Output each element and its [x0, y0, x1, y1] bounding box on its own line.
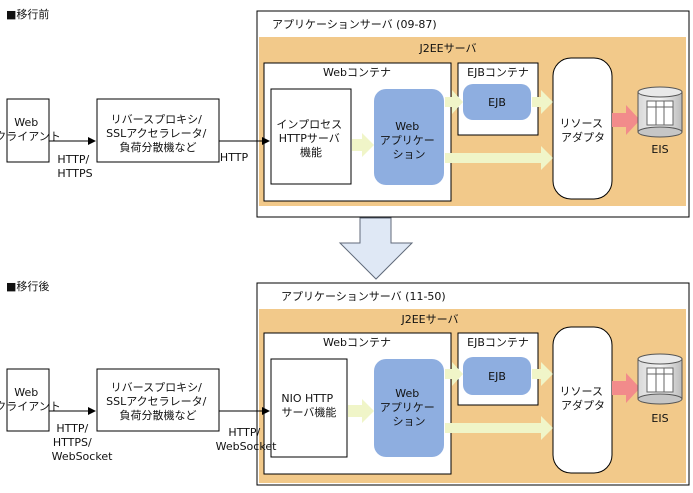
proxy-line: 負荷分散機など: [120, 140, 197, 154]
before-section: ■移行前 アプリケーションサーバ (09-87) J2EEサーバ Webコンテナ…: [0, 7, 690, 218]
app-server-label: アプリケーションサーバ (11-50): [281, 290, 446, 303]
j2ee-label: J2EEサーバ: [400, 313, 458, 326]
arrow-http-to-app: [352, 133, 374, 157]
proxy-label: リバースプロキシ/ SSLアクセラレータ/ 負荷分散機など: [106, 113, 210, 154]
http-server-line: HTTPサーバ: [279, 132, 340, 145]
proxy-line: リバースプロキシ/: [111, 113, 202, 126]
ejb-label: EJB: [488, 96, 506, 109]
protocol-label: HTTP/: [57, 153, 89, 166]
proxy-box: [96, 98, 220, 163]
web-client-label: Web クライアント: [0, 116, 61, 143]
web-container-label: Webコンテナ: [323, 336, 391, 349]
resource-adapter-label: リソース アダプタ: [560, 385, 607, 412]
web-app-line: Web: [395, 387, 419, 400]
http-server-line: インプロセス: [276, 118, 342, 131]
ejb-box: [463, 84, 531, 120]
web-container-label: Webコンテナ: [323, 66, 391, 79]
ejb-label: EJB: [488, 370, 506, 383]
connector-proxy-server-label: HTTP/ WebSocket: [216, 426, 277, 453]
resource-adapter-line: リソース: [560, 385, 603, 398]
web-app-line: アプリケー: [380, 401, 435, 414]
resource-adapter-line: アダプタ: [561, 398, 605, 412]
protocol-label: HTTPS: [57, 167, 92, 180]
web-client-box: [6, 98, 50, 163]
http-server-label: NIO HTTP サーバ機能: [281, 392, 336, 419]
http-server-box: [270, 358, 348, 458]
proxy-line: SSLアクセラレータ/: [106, 127, 207, 140]
migration-arrow: [338, 217, 414, 280]
eis-database-icon: [637, 353, 683, 405]
connector-client-proxy-label: HTTP/ HTTPS: [57, 153, 92, 180]
arrow-ejb-to-resource: [532, 90, 553, 114]
after-section: ■移行後 アプリケーションサーバ (11-50) J2EEサーバ Webコンテナ…: [0, 279, 690, 486]
resource-adapter-box: [552, 326, 613, 474]
protocol-label: HTTP/: [228, 426, 260, 439]
ejb-container-label: EJBコンテナ: [467, 66, 529, 79]
resource-adapter-label: リソース アダプタ: [560, 117, 607, 144]
web-app-line: ション: [393, 415, 426, 428]
web-client-line: クライアント: [0, 400, 61, 413]
eis-label: EIS: [651, 412, 668, 425]
protocol-label: HTTP/: [56, 422, 88, 435]
web-app-label: Web アプリケー ション: [380, 120, 439, 161]
proxy-label: リバースプロキシ/ SSLアクセラレータ/ 負荷分散機など: [106, 381, 210, 422]
web-client-line: クライアント: [0, 130, 61, 143]
web-app-line: ション: [393, 148, 426, 161]
web-app-box: [374, 359, 444, 457]
protocol-label: WebSocket: [216, 440, 277, 453]
http-server-box: [270, 88, 352, 185]
web-app-box: [374, 89, 444, 185]
arrow-resource-to-eis: [612, 373, 640, 403]
ejb-container-label: EJBコンテナ: [467, 336, 529, 349]
arrow-ejb-to-resource: [532, 362, 553, 386]
web-client-box: [6, 368, 50, 432]
protocol-label: HTTPS/: [53, 436, 92, 449]
arrow-app-to-ejb: [445, 90, 463, 114]
resource-adapter-line: リソース: [560, 117, 603, 130]
web-client-line: Web: [14, 116, 38, 129]
arrow-http-to-app: [348, 399, 374, 423]
app-server-label: アプリケーションサーバ (09-87): [272, 18, 437, 31]
web-app-line: Web: [395, 120, 419, 133]
http-server-line: サーバ機能: [282, 405, 337, 419]
resource-adapter-line: アダプタ: [561, 130, 605, 144]
eis-label: EIS: [651, 143, 668, 156]
proxy-line: SSLアクセラレータ/: [106, 395, 207, 408]
arrow-resource-to-eis: [612, 105, 640, 135]
web-client-label: Web クライアント: [0, 386, 61, 413]
proxy-box: [96, 368, 220, 432]
resource-adapter-box: [552, 57, 613, 200]
http-server-line: 機能: [300, 145, 322, 159]
http-server-label: インプロセス HTTPサーバ 機能: [276, 118, 345, 159]
after-heading: ■移行後: [6, 279, 49, 293]
ejb-box: [463, 357, 531, 395]
protocol-label: WebSocket: [52, 450, 113, 463]
proxy-line: リバースプロキシ/: [111, 381, 202, 394]
arrow-app-to-ejb: [445, 362, 463, 386]
web-client-line: Web: [14, 386, 38, 399]
http-server-line: NIO HTTP: [281, 392, 333, 405]
arrow-app-to-resource: [445, 146, 553, 170]
before-heading: ■移行前: [6, 7, 49, 21]
j2ee-label: J2EEサーバ: [418, 42, 476, 55]
connector-client-proxy-label: HTTP/ HTTPS/ WebSocket: [52, 422, 113, 463]
web-app-label: Web アプリケー ション: [380, 387, 439, 428]
connector-proxy-server-label: HTTP: [220, 151, 249, 164]
proxy-line: 負荷分散機など: [120, 408, 197, 422]
eis-database-icon: [637, 86, 683, 138]
web-app-line: アプリケー: [380, 134, 435, 147]
arrow-app-to-resource: [445, 416, 553, 440]
